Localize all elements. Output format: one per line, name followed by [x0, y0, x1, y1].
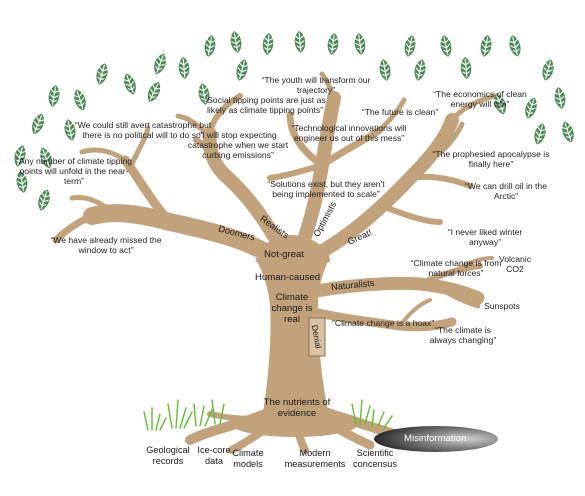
- leaf-icon: [412, 57, 428, 83]
- leaf-icon: [352, 31, 368, 57]
- label-sunspots: Sunspots: [484, 301, 520, 311]
- quote-stop-expecting: “I will stop expecting catastrophe when …: [187, 130, 289, 160]
- label-misinformation: Misinformation: [404, 433, 467, 444]
- leaf-icon: [552, 85, 568, 111]
- quote-social-tipping: “Social tipping points are just as likel…: [204, 95, 326, 115]
- leaf-icon: [293, 30, 307, 54]
- leaf-icon: [559, 119, 577, 145]
- leaf-icon: [93, 61, 111, 87]
- leaf-icon: [120, 71, 140, 97]
- leaf-icon: [459, 56, 473, 80]
- root-climate-models: Climate models: [232, 448, 264, 469]
- leaf-icon: [46, 83, 62, 109]
- root-geological-records: Geological records: [146, 445, 190, 466]
- label-not-great: Not-great: [264, 249, 304, 260]
- root-scientific-concensus: Scientific concensus: [353, 448, 397, 469]
- leaf-icon: [531, 121, 549, 147]
- denial-sign: [308, 317, 326, 357]
- quote-solutions-exist: “Solutions exist, but they aren't being …: [267, 179, 385, 199]
- leaf-icon: [261, 32, 275, 56]
- root-ice-core-data: Ice-core data: [197, 445, 231, 466]
- leaf-icon: [177, 56, 191, 80]
- grass-tuft: [143, 399, 393, 431]
- great-branch: [303, 113, 459, 265]
- leaf-icon: [539, 57, 557, 83]
- label-volcanic: Volcanic CO2: [498, 254, 531, 274]
- leaf-icon: [35, 187, 53, 213]
- leaf-icon: [377, 57, 393, 83]
- leaf-icon: [202, 33, 218, 59]
- label-climate-change-is-real: Climate change is real: [271, 292, 313, 326]
- leaf-icon: [144, 79, 164, 105]
- leaf-icon: [402, 33, 418, 59]
- quote-always-changing: “The climate is always changing”: [429, 325, 497, 345]
- quote-drill-oil: “We can drill oil in the Arctic”: [465, 181, 547, 201]
- quote-could-still-avert: “We could still avert catastrophe but th…: [74, 120, 212, 140]
- leaf-icon: [506, 33, 524, 59]
- quote-tech-innovations: “Technological innovations will engineer…: [291, 123, 407, 143]
- label-nutrients-of-evidence: The nutrients of evidence: [263, 397, 331, 420]
- naturalists-branch: [303, 276, 485, 305]
- misinformation-oval: [374, 426, 498, 452]
- branches-group: [52, 71, 498, 332]
- quote-economics: “The economics of clean energy will win”: [433, 89, 527, 109]
- trunk-base: [233, 413, 357, 437]
- label-human-caused: Human-caused: [255, 272, 321, 283]
- leaf-icon: [478, 33, 494, 59]
- quote-tipping-points: “Any number of climate tipping points wi…: [15, 156, 133, 186]
- leaf-icon: [150, 51, 170, 77]
- leaf-icon: [71, 87, 89, 113]
- leaf-icon: [28, 111, 48, 137]
- leaf-icon: [438, 33, 454, 59]
- leaf-icon: [233, 57, 251, 83]
- quote-apocalypse: “The prophesied apocalypse is finally he…: [432, 149, 550, 169]
- root-modern-measurements: Modern measurements: [284, 448, 346, 469]
- quote-youth: “The youth will transform our trajectory…: [261, 75, 371, 95]
- quote-never-liked-winter: “I never liked winter anyway”: [447, 227, 523, 247]
- leaf-icon: [325, 31, 341, 57]
- quote-already-missed: “We have already missed the window to ac…: [50, 235, 162, 255]
- leaf-icon: [228, 29, 244, 55]
- quote-future-clean: “The future is clean”: [361, 107, 439, 117]
- quote-natural-forces: “Climate change is from natural forces”: [410, 258, 502, 278]
- quote-hoax: “Climate change is a hoax”: [332, 318, 435, 328]
- tree-trunk: [255, 258, 330, 420]
